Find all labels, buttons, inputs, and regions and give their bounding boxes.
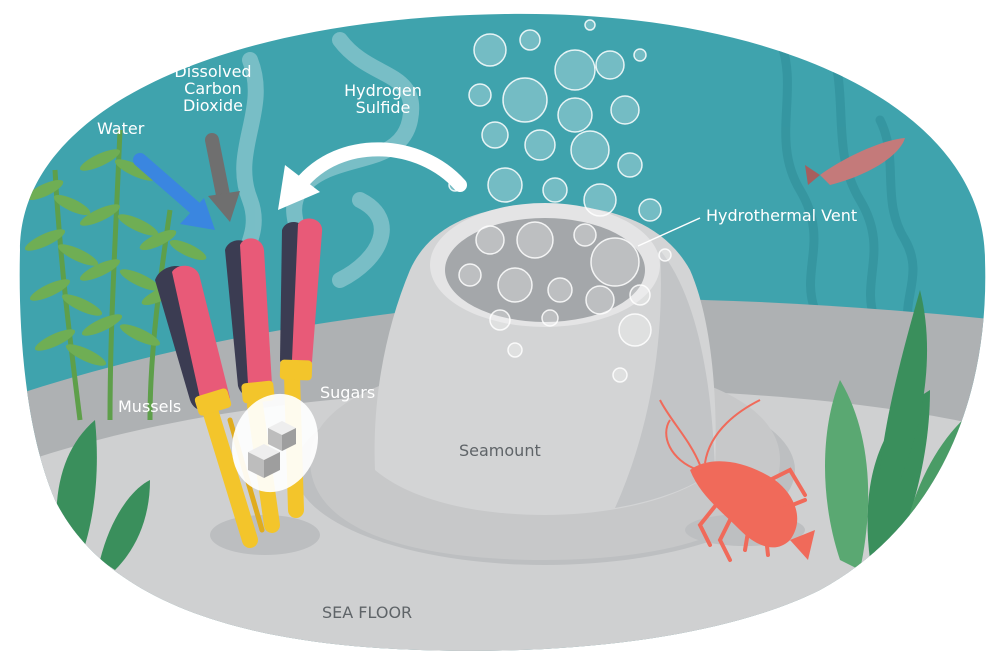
left-kelp <box>24 129 209 421</box>
sulfide-flow-arrowhead <box>278 165 320 210</box>
sugar-cubes-icon <box>248 421 296 478</box>
fish <box>805 138 905 185</box>
label-hydrothermal-vent: Hydrothermal Vent <box>706 206 858 225</box>
label-sea-floor: SEA FLOOR <box>322 603 413 622</box>
label-water: Water <box>97 119 145 138</box>
co2-arrow <box>205 133 230 202</box>
sugars-badge <box>231 393 319 493</box>
water-arrow <box>133 153 202 215</box>
label-mussels: Mussels <box>118 397 182 416</box>
co2-arrowhead <box>208 191 240 222</box>
label-seamount: Seamount <box>459 441 541 460</box>
label-hydrogen-sulfide: Hydrogen Sulfide <box>344 81 422 117</box>
mussels-group <box>155 218 323 548</box>
sulfide-flow-arrow <box>293 142 467 192</box>
shrimp <box>659 399 815 562</box>
vent-leader-line <box>637 217 701 247</box>
label-dissolved-co2: Dissolved Carbon Dioxide <box>174 62 252 115</box>
seamount-dome-shade <box>615 250 715 508</box>
vent-bubbles <box>448 19 672 383</box>
water-arrowhead <box>180 198 215 230</box>
label-sugars: Sugars <box>320 383 376 402</box>
vent-crater <box>445 218 645 322</box>
